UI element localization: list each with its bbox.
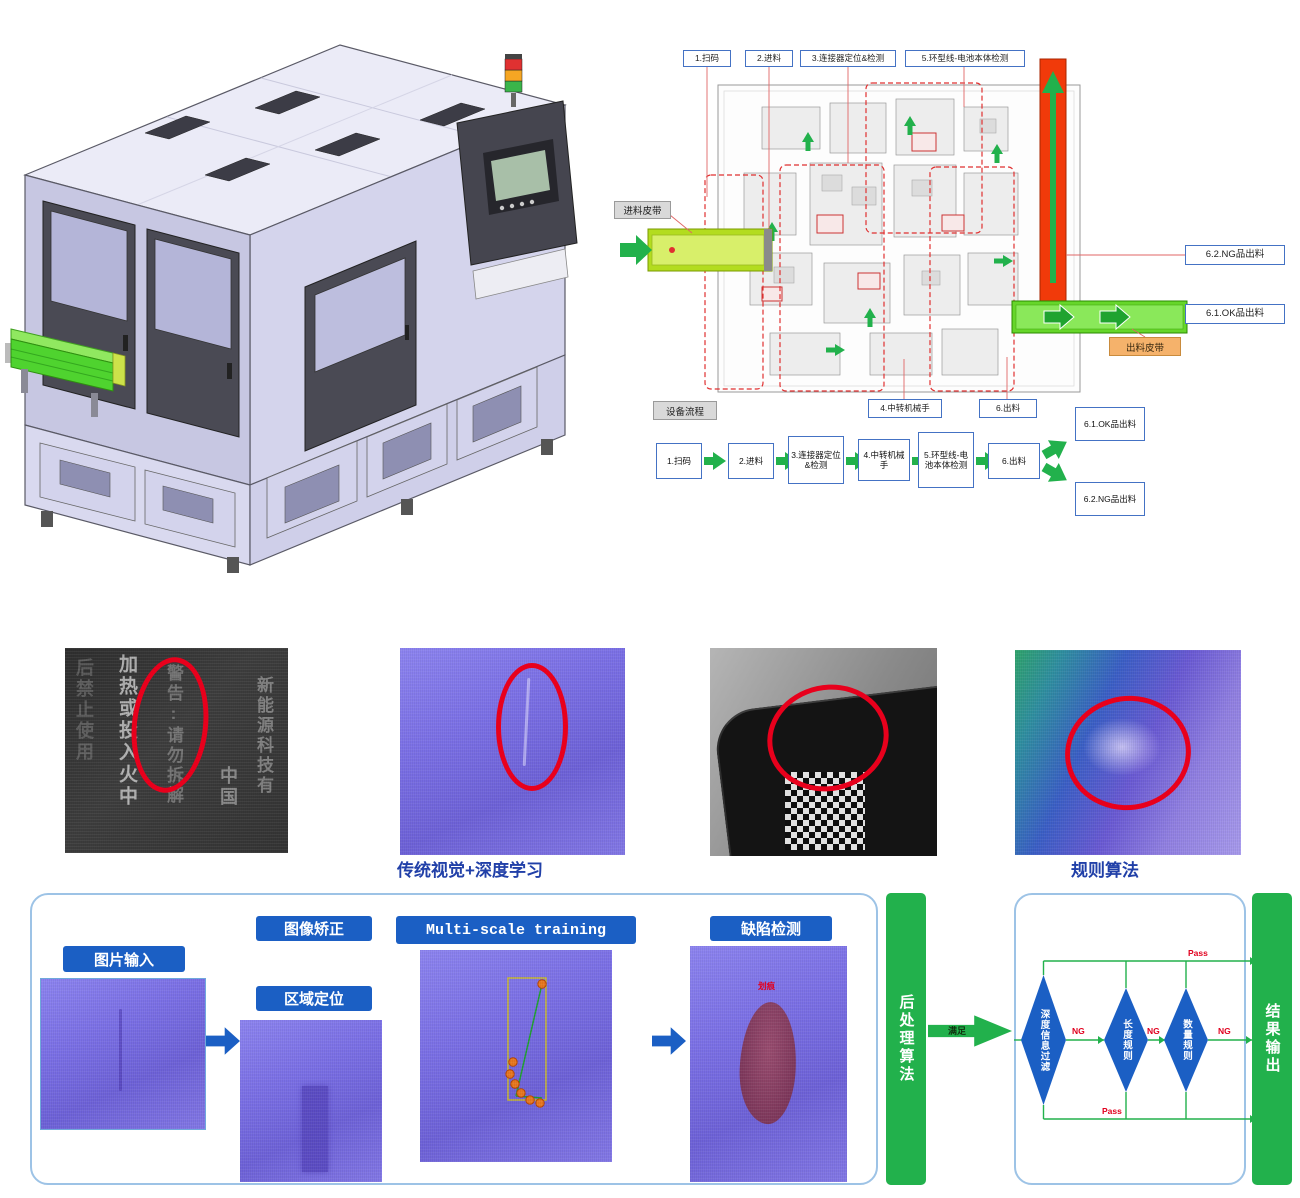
flow-ok-box: 6.1.OK品出料 xyxy=(1075,407,1145,441)
defect-sample-print: 后禁止使用 加热或投入火中 警告:请勿拆解 中国 新能源科技有 xyxy=(65,648,288,853)
region-image xyxy=(240,1020,382,1182)
machine-foot xyxy=(41,511,53,527)
pass-label: Pass xyxy=(1188,948,1208,958)
flow-step-unload: 6.出料 xyxy=(988,443,1040,479)
condition-label: 满足 xyxy=(948,1026,967,1036)
callout-connector: 3.连接器定位&检测 xyxy=(800,50,896,67)
defect-tag: 划痕 xyxy=(758,981,776,991)
defect-blob xyxy=(736,1000,800,1126)
feed-belt-label: 进料皮带 xyxy=(614,201,671,219)
correction-step-label: 图像矫正 xyxy=(256,916,372,941)
defect-sample-scratch xyxy=(400,648,625,855)
flow-step-scan: 1.扫码 xyxy=(656,443,702,479)
feed-belt-drawing xyxy=(620,228,773,272)
control-console xyxy=(456,100,578,300)
print-text-column: 中国 xyxy=(218,766,238,808)
region-step-label: 区域定位 xyxy=(256,986,372,1011)
infeed-arrow-icon xyxy=(620,235,652,265)
ng-label: NG xyxy=(1147,1026,1160,1036)
training-step-label: Multi-scale training xyxy=(396,916,636,944)
region-crop-mark xyxy=(302,1086,328,1172)
out-belt-label: 出料皮带 xyxy=(1109,337,1181,356)
print-text-column: 后禁止使用 xyxy=(74,658,94,763)
caption-right: 规则算法 xyxy=(1071,861,1139,880)
machine-top-face xyxy=(23,44,567,236)
signal-tower-icon xyxy=(504,54,523,107)
dent-highlight xyxy=(1083,718,1161,776)
station-zones xyxy=(704,82,1015,392)
machine-subparts xyxy=(773,118,997,286)
flow-step-connector: 3.连接器定位&检测 xyxy=(788,436,844,484)
flow-ng-box: 6.2.NG品出料 xyxy=(1075,482,1145,516)
feed-conveyor-3d xyxy=(5,328,126,417)
ng-label: NG xyxy=(1218,1026,1231,1036)
print-text-column: 警告:请勿拆解 xyxy=(164,664,183,806)
console-screen xyxy=(491,150,550,201)
machine-base xyxy=(24,354,566,573)
callout-transfer: 4.中转机械手 xyxy=(868,399,942,418)
leader-lines xyxy=(669,67,1185,399)
pass-label: Pass xyxy=(1102,1106,1122,1116)
result-output-bar: 结果输出 xyxy=(1252,893,1292,1185)
defect-marker-ellipse xyxy=(1057,687,1199,819)
condition-arrow xyxy=(928,1015,1012,1047)
defect-sample-dent-scan xyxy=(1015,650,1241,855)
layout-diagram: 1.扫码 2.进料 3.连接器定位&检测 5.环型线-电池本体检测 4.中转机械… xyxy=(612,15,1298,560)
input-image xyxy=(40,978,206,1130)
defect-marker-ellipse xyxy=(496,663,568,791)
ng-out-label: 6.2.NG品出料 xyxy=(1185,245,1285,265)
ring-line-bar xyxy=(1039,58,1067,304)
flow-step-feed: 2.进料 xyxy=(728,443,774,479)
training-annotations xyxy=(505,977,547,1108)
machine-3d-render xyxy=(5,44,578,573)
scratch-mark xyxy=(119,1009,122,1091)
print-text-column: 加热或投入火中 xyxy=(116,654,137,808)
flow-step-transfer: 4.中转机械手 xyxy=(858,439,910,481)
detection-step-label: 缺陷检测 xyxy=(710,916,832,941)
detection-image: 划痕 xyxy=(690,946,847,1182)
caption-left: 传统视觉+深度学习 xyxy=(397,861,543,880)
out-belt-drawing xyxy=(1011,300,1188,334)
callout-ring: 5.环型线-电池本体检测 xyxy=(905,50,1025,67)
flow-title-label: 设备流程 xyxy=(653,401,717,420)
ng-label: NG xyxy=(1072,1026,1085,1036)
callout-unload: 6.出料 xyxy=(979,399,1037,418)
ok-out-label: 6.1.OK品出料 xyxy=(1185,304,1285,324)
post-processing-bar: 后处理算法 xyxy=(886,893,926,1185)
defect-sample-dent-photo xyxy=(710,648,937,856)
print-text-column: 新能源科技有 xyxy=(254,676,273,796)
rule-connectors xyxy=(1014,957,1256,1123)
input-step-label: 图片输入 xyxy=(63,946,185,972)
training-image xyxy=(420,950,612,1162)
highlighted-modules xyxy=(761,132,965,302)
callout-scan: 1.扫码 xyxy=(683,50,731,67)
callout-feed: 2.进料 xyxy=(745,50,793,67)
layout-diagram-drawing xyxy=(620,58,1188,490)
qr-code xyxy=(785,772,865,850)
flow-step-ring: 5.环型线-电池本体检测 xyxy=(918,432,974,488)
